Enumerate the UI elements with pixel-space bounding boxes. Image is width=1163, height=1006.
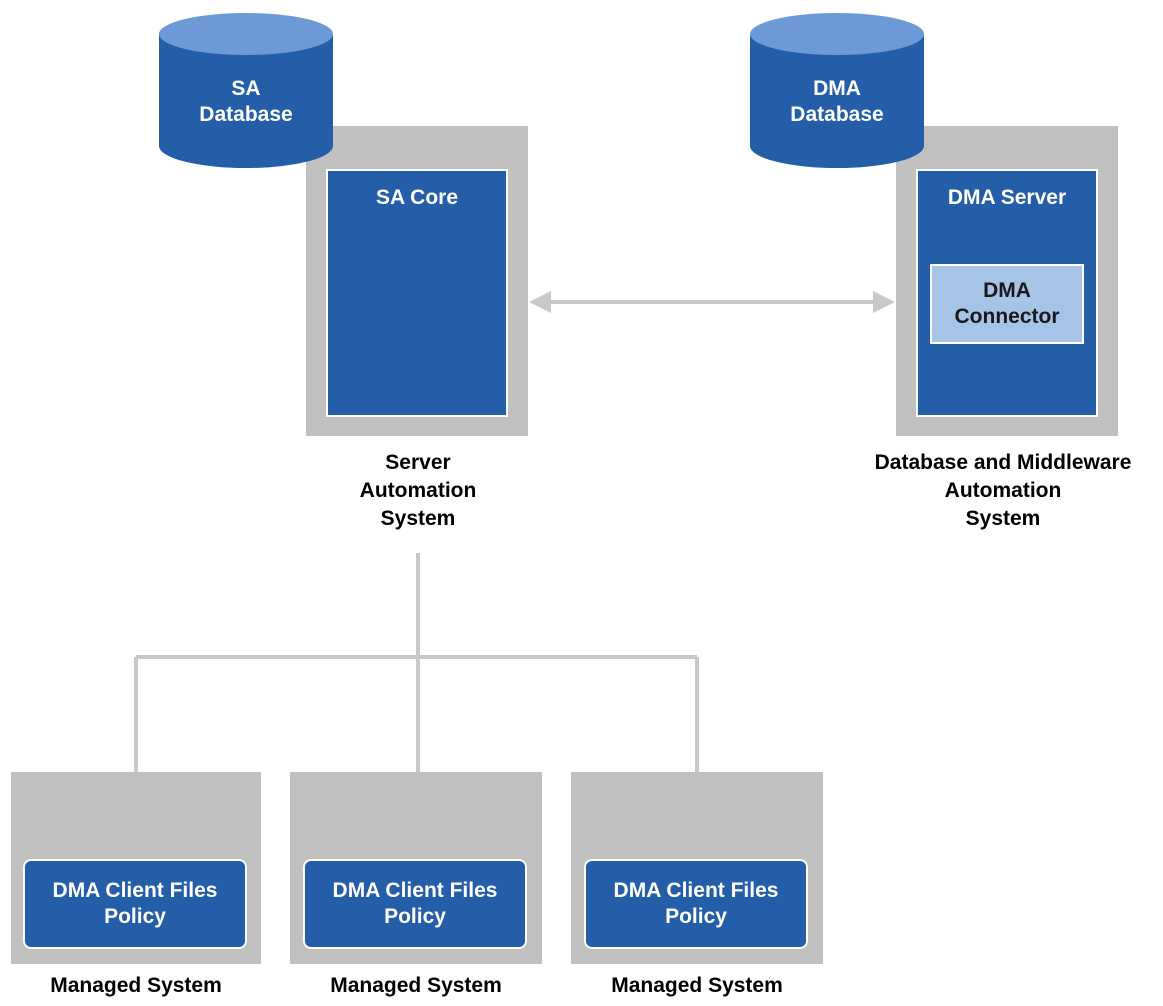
managed-system-caption-2: Managed System (330, 974, 502, 997)
dma-database-cylinder: DMA Database (749, 12, 925, 170)
dma-server-label: DMA Server (947, 186, 1067, 209)
sa-database-label: SA Database (199, 77, 293, 126)
arrow-head-right (873, 291, 895, 313)
dma-connector-label: DMA Connector (954, 279, 1060, 328)
dma-system-caption: Database and Middleware Automation Syste… (874, 451, 1132, 530)
dma-client-files-policy-label-1: DMA Client Files Policy (52, 879, 218, 928)
arrow-head-left (529, 291, 551, 313)
sa-core-box: SA Core (326, 169, 508, 417)
managed-system-caption-1: Managed System (50, 974, 222, 997)
sa-core-label: SA Core (375, 186, 459, 209)
dma-connector-box: DMA Connector (930, 264, 1084, 344)
managed-system-caption-3: Managed System (611, 974, 783, 997)
dma-client-files-policy-box-1: DMA Client Files Policy (23, 859, 247, 949)
dma-client-files-policy-box-2: DMA Client Files Policy (303, 859, 527, 949)
sa-database-cylinder: SA Database (158, 12, 334, 170)
dma-client-files-policy-box-3: DMA Client Files Policy (584, 859, 808, 949)
server-automation-system-caption: Server Automation System (359, 451, 477, 530)
dma-client-files-policy-label-3: DMA Client Files Policy (613, 879, 779, 928)
dma-client-files-policy-label-2: DMA Client Files Policy (332, 879, 498, 928)
dma-database-label: DMA Database (790, 77, 884, 126)
